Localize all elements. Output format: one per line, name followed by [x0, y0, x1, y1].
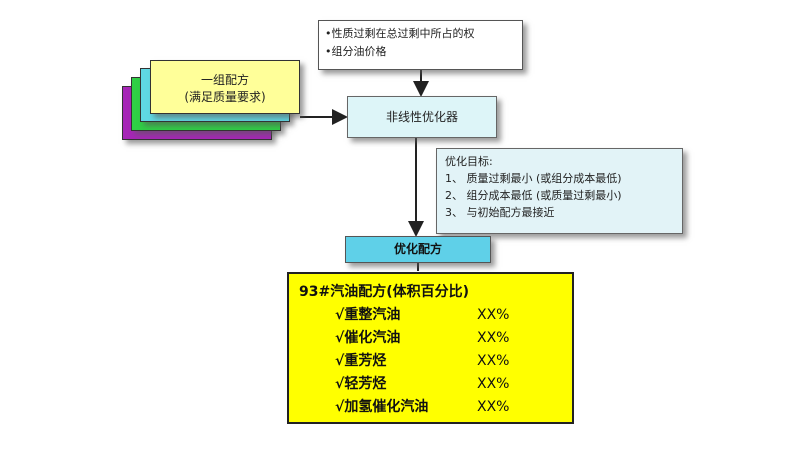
recipe-component: √催化汽油	[335, 330, 401, 346]
formula-card-title: 一组配方	[200, 73, 249, 87]
recipe-percent: XX%	[477, 399, 510, 415]
objective-item: 3、 与初始配方最接近	[445, 206, 555, 219]
input-factor-2: •组分油价格	[325, 45, 387, 58]
input-factors-box: •性质过剩在总过剩中所占的权 •组分油价格	[318, 20, 523, 70]
nonlinear-optimizer-box: 非线性优化器	[347, 96, 497, 138]
recipe-component: √重芳烃	[335, 353, 387, 369]
recipe-row: √催化汽油 XX%	[299, 327, 562, 350]
recipe-component: √轻芳烃	[335, 376, 387, 392]
recipe-row: √轻芳烃 XX%	[299, 373, 562, 396]
input-factor-1: •性质过剩在总过剩中所占的权	[325, 27, 475, 40]
recipe-percent: XX%	[477, 330, 510, 346]
formula-card-subtitle: (满足质量要求)	[184, 90, 266, 104]
recipe-component: √重整汽油	[335, 307, 401, 323]
recipe-percent: XX%	[477, 376, 510, 392]
objective-item: 2、 组分成本最低 (或质量过剩最小)	[445, 189, 622, 202]
recipe-row: √重整汽油 XX%	[299, 304, 562, 327]
optimized-formula-box: 优化配方	[345, 236, 491, 263]
formula-card-front: 一组配方 (满足质量要求)	[150, 60, 300, 114]
objective-item: 1、 质量过剩最小 (或组分成本最低)	[445, 172, 622, 185]
recipe-row: √加氢催化汽油 XX%	[299, 396, 562, 419]
objectives-title: 优化目标:	[445, 155, 493, 168]
recipe-percent: XX%	[477, 307, 510, 323]
recipe-percent: XX%	[477, 353, 510, 369]
optimized-formula-label: 优化配方	[393, 242, 442, 256]
optimizer-label: 非线性优化器	[385, 110, 458, 124]
recipe-component: √加氢催化汽油	[335, 399, 429, 415]
recipe-title: 93#汽油配方(体积百分比)	[299, 284, 470, 300]
gasoline-recipe-box: 93#汽油配方(体积百分比) √重整汽油 XX% √催化汽油 XX% √重芳烃 …	[287, 272, 574, 424]
recipe-row: √重芳烃 XX%	[299, 350, 562, 373]
optimization-objectives-box: 优化目标: 1、 质量过剩最小 (或组分成本最低) 2、 组分成本最低 (或质量…	[436, 148, 683, 234]
